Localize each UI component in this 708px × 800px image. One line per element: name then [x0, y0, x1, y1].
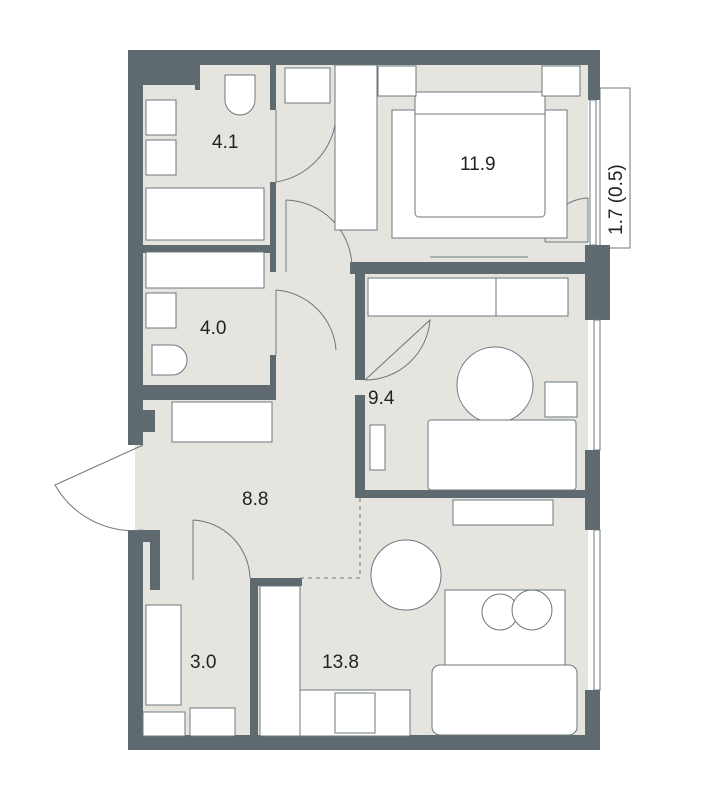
entrance-door[interactable] — [54, 444, 144, 532]
wardrobe-storage — [145, 604, 182, 706]
shelf — [369, 424, 386, 471]
sink-icon — [145, 99, 177, 136]
door-bedroom-main[interactable] — [285, 199, 353, 272]
room-labels: 4.1 11.9 1.7 (0.5) 4.0 9.4 8.8 3.0 13.8 — [190, 132, 627, 673]
toilet-icon — [151, 344, 188, 376]
area-label-bedroom-2: 9.4 — [368, 388, 395, 409]
washer-icon — [189, 707, 236, 737]
desk — [495, 277, 569, 317]
sink-icon — [145, 139, 177, 176]
wardrobe-hall — [171, 401, 273, 443]
walls — [128, 50, 610, 750]
stove-icon — [334, 692, 376, 734]
single-bed-icon — [427, 419, 577, 491]
door-wardrobe[interactable] — [192, 519, 251, 580]
area-label-kitchen-living: 13.8 — [322, 652, 359, 673]
tv-stand — [452, 499, 554, 526]
balcony-area — [599, 87, 631, 249]
area-label-wardrobe: 3.0 — [190, 652, 216, 673]
windows — [589, 99, 601, 691]
nightstand — [544, 381, 578, 418]
area-label-balcony: 1.7 (0.5) — [606, 164, 627, 235]
wardrobe-bedroom — [334, 64, 378, 231]
sofa-icon — [431, 664, 578, 736]
nightstand — [377, 65, 417, 97]
area-label-bedroom-main: 11.9 — [460, 154, 496, 175]
door-bedroom-2[interactable] — [364, 318, 431, 381]
round-rug — [456, 346, 534, 424]
area-label-hall: 8.8 — [242, 489, 268, 510]
door-bathroom-1[interactable] — [275, 110, 337, 183]
dining-table-icon — [370, 539, 442, 611]
nightstand — [541, 65, 581, 97]
bathtub-icon — [145, 187, 265, 241]
area-label-bathroom-2: 4.0 — [200, 318, 226, 339]
wardrobe-bedroom-2 — [367, 277, 497, 317]
coffee-table — [511, 589, 553, 631]
door-bathroom-2[interactable] — [275, 289, 337, 355]
toilet-icon — [224, 74, 256, 116]
sink-icon — [145, 292, 177, 329]
area-label-bathroom-1: 4.1 — [212, 132, 238, 153]
kitchen-counter — [259, 585, 301, 737]
bathtub-icon — [145, 251, 265, 289]
furniture — [142, 64, 581, 737]
